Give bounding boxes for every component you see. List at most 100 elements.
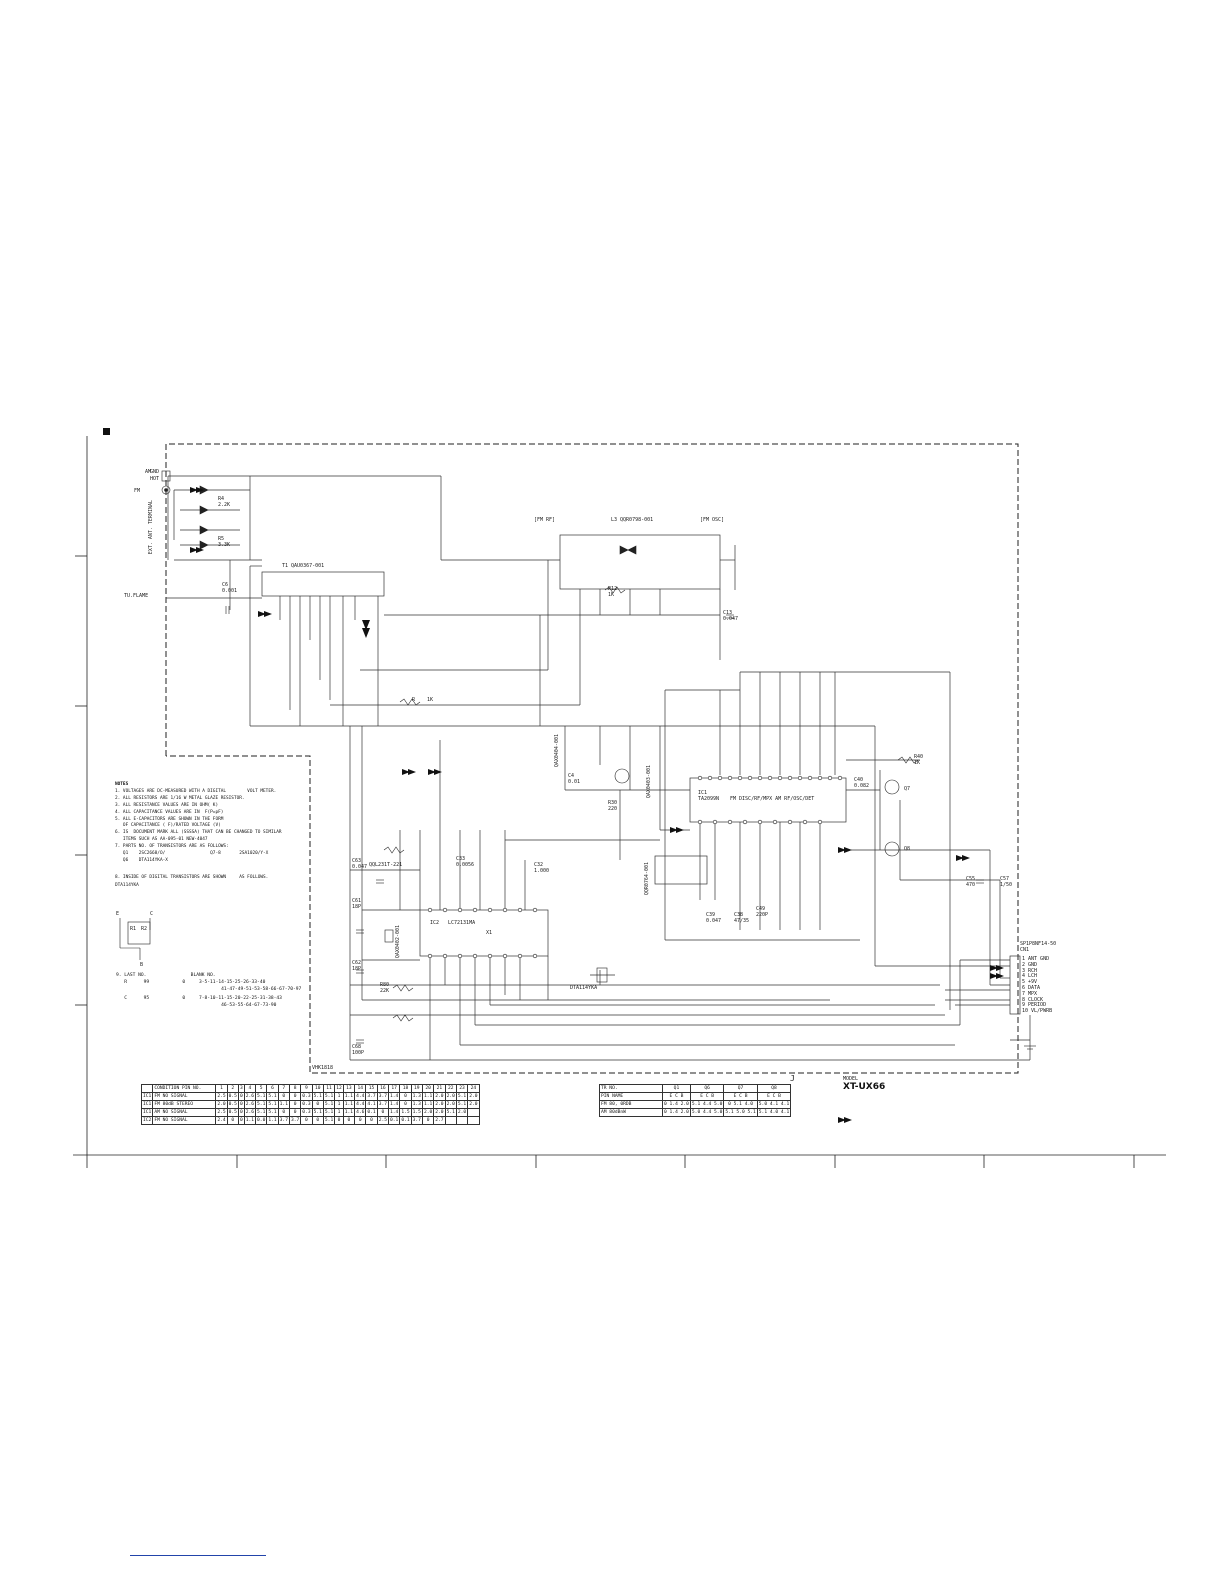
digital-pin-b: B <box>140 962 144 968</box>
r12-label: R12 1K <box>608 586 618 598</box>
table-header-cell: 15 <box>365 1084 378 1093</box>
table-cell: 0 1.4 2.0 <box>662 1100 691 1109</box>
table-cell: 0 5.1 4.0 <box>723 1100 758 1109</box>
ic-pins <box>427 775 843 959</box>
output-pin-label: 5 +9V <box>1022 979 1038 986</box>
table-cell <box>467 1116 480 1125</box>
table-cell: 3.7 <box>410 1116 423 1125</box>
t2-part: QQR0764-001 <box>644 862 650 896</box>
table-cell: 1 <box>334 1100 344 1109</box>
note-line: 1. VOLTAGES ARE DC-MEASURED WITH A DIGIT… <box>115 788 277 794</box>
output-pin-label: 7 MPX <box>1022 990 1038 997</box>
table-header-cell: 22 <box>444 1084 457 1093</box>
table-cell: 5.1 <box>322 1108 336 1117</box>
digital-transistor-symbol <box>119 918 151 960</box>
table-cell <box>455 1116 469 1125</box>
digital-pin-r2: R2 <box>141 926 148 932</box>
table-cell: 2.6 <box>243 1108 257 1117</box>
table-cell: 2.0 <box>444 1100 457 1109</box>
table-cell: 2.4 <box>215 1116 228 1125</box>
t1-label: T1 QAU0367-001 <box>282 563 325 569</box>
table-cell <box>140 1084 154 1093</box>
r-label-1k: R 1K <box>412 697 434 703</box>
table-header-cell: 23 <box>455 1084 469 1093</box>
output-pin-label: 1 ANT GND <box>1022 956 1050 962</box>
r80-label: R80 22K <box>380 982 390 994</box>
table-cell: E C B <box>662 1092 691 1101</box>
table-cell: 1.5 <box>399 1108 412 1117</box>
table-header-cell: 10 <box>311 1084 324 1093</box>
last-no-block: 9. LAST NO. BLANK NO. R 99 0 3-5-11-14-1… <box>116 972 301 1011</box>
c33-label: C33 0.0056 <box>456 856 475 868</box>
table-header-cell: 18 <box>399 1084 412 1093</box>
table-header-cell: 2 <box>226 1084 239 1093</box>
table-cell: 1.1 <box>421 1092 435 1101</box>
output-pin-label: 6 DATA <box>1022 984 1041 991</box>
table-header-cell: 13 <box>342 1084 356 1093</box>
table-cell: 0.1 <box>388 1116 401 1125</box>
table-cell: 1.3 <box>410 1100 423 1109</box>
table-cell: 1.3 <box>410 1092 423 1101</box>
table-cell: 0 <box>288 1100 302 1109</box>
ic1-part: TA2099N <box>698 796 720 802</box>
table-cell: 0 <box>399 1092 412 1101</box>
table-cell: 4.4 <box>354 1092 367 1101</box>
sheet-letter: J <box>790 1074 795 1083</box>
table-cell: E C B <box>756 1092 792 1101</box>
table-header-cell: Q6 <box>689 1084 725 1093</box>
table-cell: 0 <box>399 1100 412 1109</box>
table-cell: 1.1 <box>342 1100 356 1109</box>
c61-label: C61 18P <box>352 898 362 910</box>
table-cell: IC1 <box>140 1100 154 1109</box>
table-cell: 1.5 <box>410 1108 423 1117</box>
table-cell: 1.1 <box>342 1092 356 1101</box>
r4-label: R4 2.2K <box>218 496 231 508</box>
am-gnd-label: GND <box>150 469 160 475</box>
c68-label: C68 100P <box>352 1044 365 1056</box>
table-cell: 1.1 <box>342 1108 356 1117</box>
table-cell <box>444 1116 457 1125</box>
table-cell: 5.1 <box>444 1108 457 1117</box>
c49-label: C49 220P <box>756 906 769 918</box>
ic1-title: FM DISC/RF/MPX AM RF/OSC/DET <box>730 796 815 802</box>
table-cell: E C B <box>723 1092 758 1101</box>
table-cell: 3.7 <box>277 1116 290 1125</box>
table-cell: 2.6 <box>243 1100 257 1109</box>
note-line: 5. ALL E-CAPACITORS ARE SHOWN IN THE FOR… <box>115 816 224 822</box>
cf1-part: QAX0403-001 <box>646 765 652 799</box>
note-line: ITEMS SUCH AS AA-095-01 NEW-4047 <box>115 837 208 843</box>
ext-ant-label: EXT. ANT. TERMINAL <box>148 500 154 555</box>
board-code: VHK1818 <box>312 1065 334 1071</box>
table-cell: AM 80dBnW <box>599 1108 663 1117</box>
r5-label: R5 3.3K <box>218 536 231 548</box>
table-cell: 0 <box>421 1116 435 1125</box>
table-cell: 0.1 <box>399 1116 412 1125</box>
table-header-cell: 1 <box>215 1084 228 1093</box>
note-line: Q1 2SC2668/O/ Q7-8 2SA1020/Y-X <box>115 851 269 857</box>
ic2-ref: IC2 <box>430 920 440 926</box>
table-cell: 2.0 <box>444 1092 457 1101</box>
table-cell: 1.4 <box>388 1100 401 1109</box>
table-cell: 3.7 <box>376 1092 390 1101</box>
note-line: 7. PARTS NO. OF TRANSISTORS ARE AS FOLLO… <box>115 844 229 850</box>
board-outline <box>165 443 1019 1074</box>
c40-label: C40 0.082 <box>854 777 870 789</box>
table-cell: 5.1 <box>322 1092 336 1101</box>
table-cell: 2.5 <box>215 1108 228 1117</box>
table-cell: FM NO SIGNAL <box>152 1116 217 1125</box>
c39-label: C39 0.047 <box>706 912 722 924</box>
table-cell: 1.4 <box>388 1092 401 1101</box>
wiring <box>166 475 1031 1061</box>
l4-label: QQL231T-221 <box>369 862 403 868</box>
table-cell: E C B <box>689 1092 725 1101</box>
table-cell: 5.1 <box>266 1100 279 1109</box>
